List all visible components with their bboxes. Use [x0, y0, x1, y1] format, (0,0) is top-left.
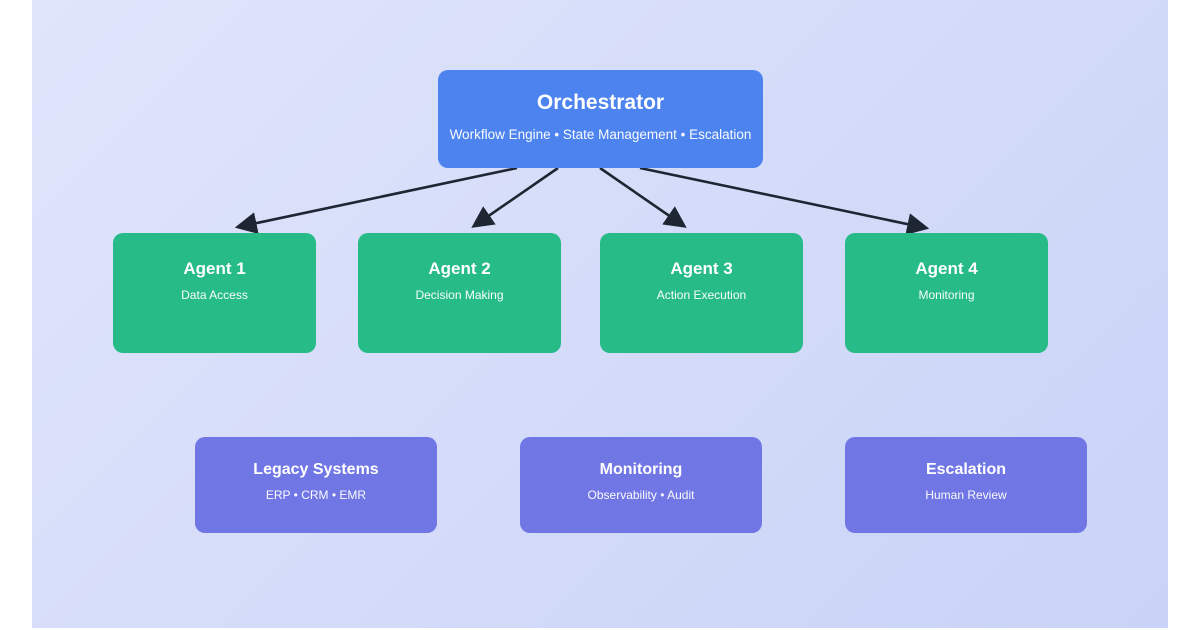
- escalation-box: Escalation Human Review: [845, 437, 1087, 533]
- agent-1-box: Agent 1 Data Access: [113, 233, 316, 353]
- orchestrator-subtitle: Workflow Engine • State Management • Esc…: [449, 127, 752, 142]
- agent-4-box: Agent 4 Monitoring: [845, 233, 1048, 353]
- agent-4-title: Agent 4: [915, 259, 978, 278]
- agent-2-title: Agent 2: [428, 259, 491, 278]
- orchestrator-title: Orchestrator: [536, 91, 665, 114]
- agent-1-title: Agent 1: [183, 259, 246, 278]
- legacy-systems-title: Legacy Systems: [253, 461, 379, 478]
- orchestrator-box: Orchestrator Workflow Engine • State Man…: [438, 70, 763, 168]
- agent-3-title: Agent 3: [670, 259, 733, 278]
- agent-2-box: Agent 2 Decision Making: [358, 233, 561, 353]
- monitoring-subtitle: Observability • Audit: [587, 488, 695, 502]
- agent-4-subtitle: Monitoring: [918, 288, 975, 302]
- escalation-title: Escalation: [925, 461, 1007, 478]
- monitoring-title: Monitoring: [599, 461, 683, 478]
- agent-2-subtitle: Decision Making: [415, 288, 504, 302]
- legacy-systems-box: Legacy Systems ERP • CRM • EMR: [195, 437, 437, 533]
- agent-3-subtitle: Action Execution: [656, 288, 747, 302]
- monitoring-box: Monitoring Observability • Audit: [520, 437, 762, 533]
- agent-1-subtitle: Data Access: [181, 288, 248, 302]
- legacy-systems-subtitle: ERP • CRM • EMR: [265, 488, 367, 502]
- escalation-subtitle: Human Review: [925, 488, 1007, 502]
- agent-3-box: Agent 3 Action Execution: [600, 233, 803, 353]
